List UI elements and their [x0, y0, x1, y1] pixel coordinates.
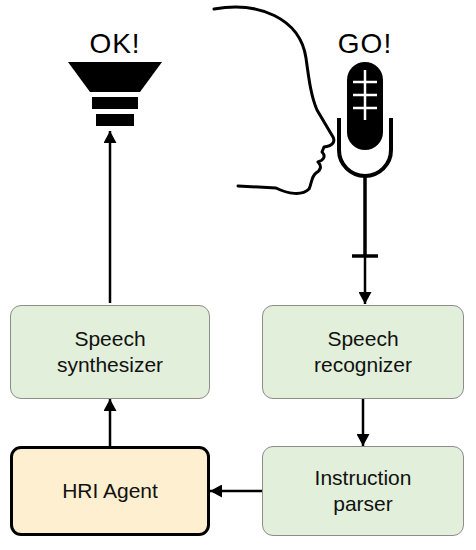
flow-arrow — [109, 399, 112, 446]
process-box: Speech recognizer — [262, 305, 464, 399]
mic-grille — [353, 81, 377, 84]
flow-arrow — [210, 490, 262, 493]
mic-stem — [363, 176, 367, 256]
process-box: Speech synthesizer — [10, 305, 210, 399]
mic-grille — [353, 94, 377, 97]
mic-capsule — [347, 62, 383, 150]
input-arrow — [364, 256, 367, 304]
process-box: Instruction parser — [262, 446, 464, 536]
box-label: HRI Agent — [45, 478, 175, 504]
speech-text: OK! — [65, 28, 165, 60]
mic-holder — [339, 118, 391, 176]
speaker-horn — [68, 62, 162, 92]
box-label: Speech synthesizer — [45, 326, 175, 378]
box-label: Instruction parser — [298, 465, 428, 517]
head-silhouette — [214, 7, 334, 193]
output-arrow — [109, 131, 112, 303]
mic-base — [352, 254, 378, 258]
box-label: Speech recognizer — [298, 326, 428, 378]
speaker-base — [96, 114, 134, 126]
mic-grille — [364, 70, 367, 120]
speaker-body — [92, 97, 138, 109]
speech-text: GO! — [315, 28, 415, 60]
flow-arrow — [362, 399, 365, 446]
microphone-icon — [339, 62, 391, 256]
speaker-icon — [68, 62, 162, 126]
mic-grille — [353, 107, 377, 110]
agent-box: HRI Agent — [10, 446, 210, 536]
